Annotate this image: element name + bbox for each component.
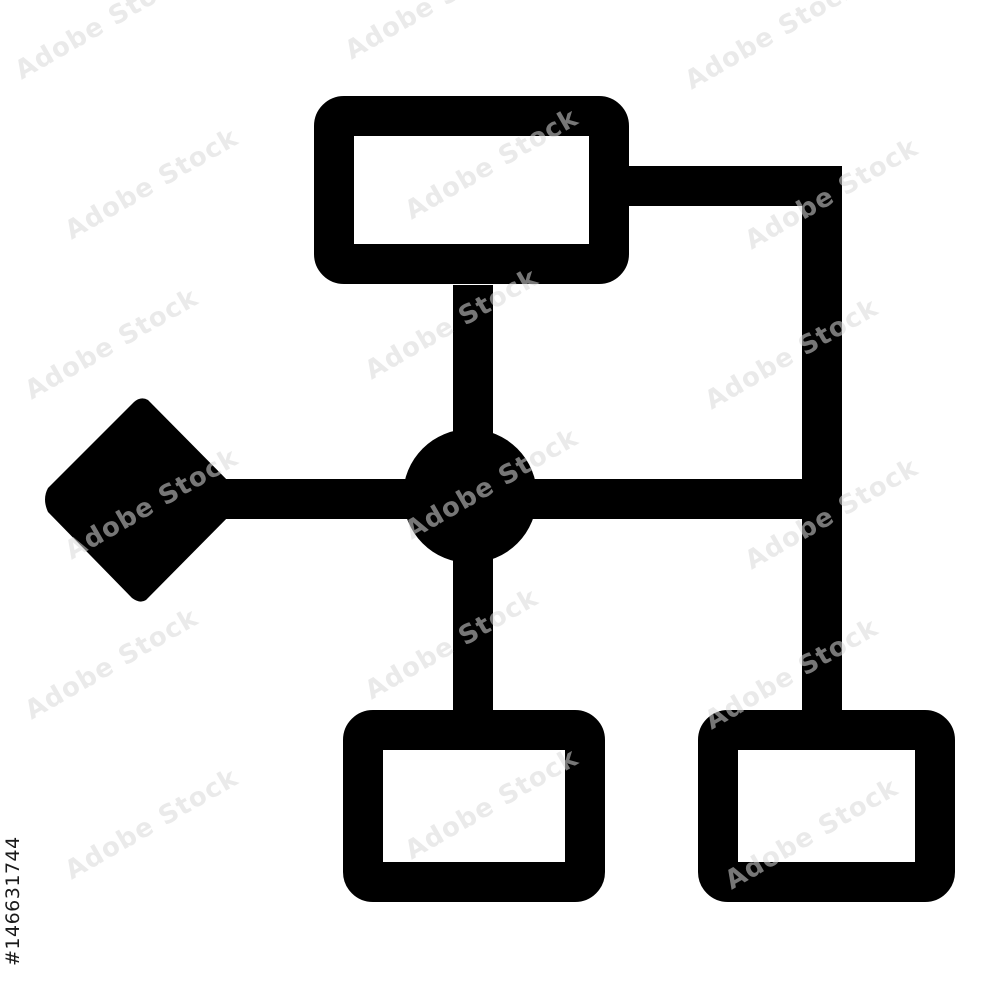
decision-diamond — [45, 398, 238, 602]
process-box-top — [314, 96, 629, 284]
process-box-bottom-right — [698, 710, 955, 902]
hub-node — [403, 429, 537, 563]
process-box-bottom-left — [343, 710, 605, 902]
connector-top-box-to-right-rail — [628, 166, 842, 712]
stock-id-label: #146631744 — [2, 836, 24, 966]
